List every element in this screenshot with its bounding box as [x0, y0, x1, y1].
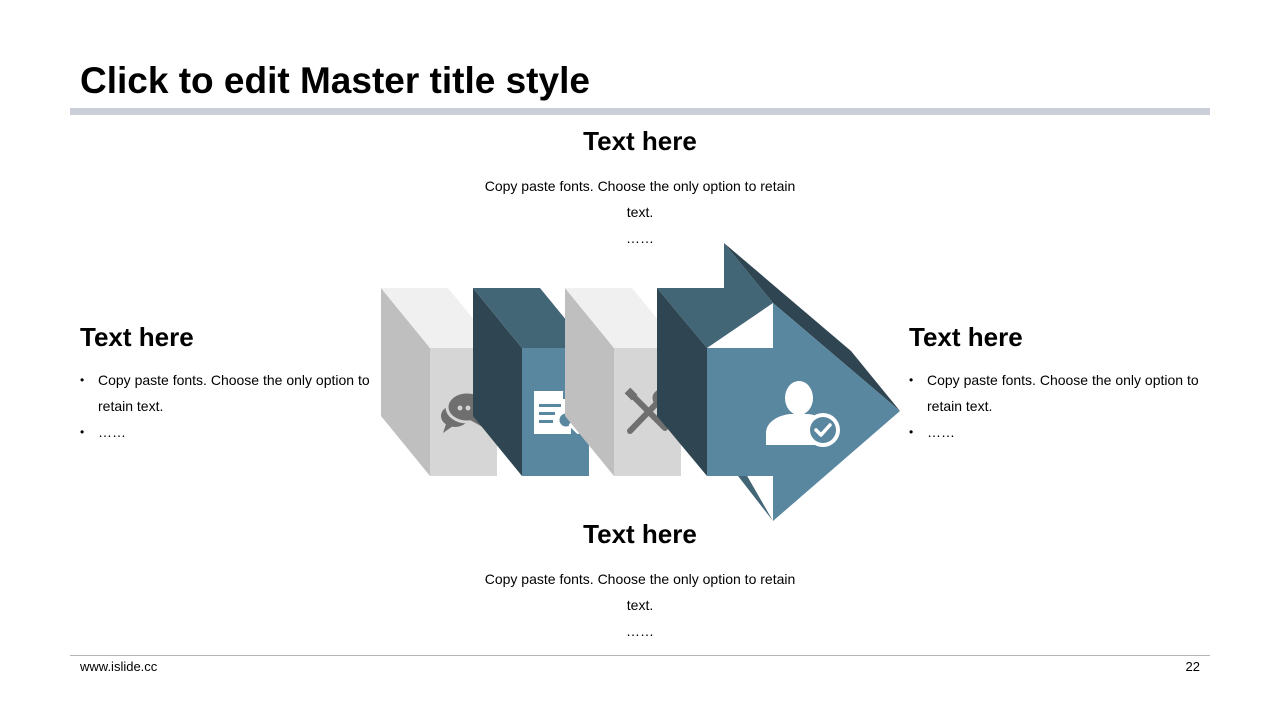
- block-2-top: [473, 288, 589, 348]
- top-heading[interactable]: Text here: [583, 126, 697, 156]
- left-bullet-list: Copy paste fonts. Choose the only option…: [80, 367, 370, 445]
- right-bullet-list: Copy paste fonts. Choose the only option…: [909, 367, 1199, 445]
- user-check-icon: [766, 381, 840, 447]
- block-1-side: [381, 288, 430, 476]
- right-bullet-item[interactable]: ……: [909, 419, 1199, 445]
- right-heading[interactable]: Text here: [909, 322, 1023, 352]
- bottom-text-block: Text here Copy paste fonts. Choose the o…: [480, 519, 800, 644]
- top-body[interactable]: Copy paste fonts. Choose the only option…: [484, 178, 796, 220]
- block-1-top: [381, 288, 497, 348]
- bottom-body[interactable]: Copy paste fonts. Choose the only option…: [484, 571, 796, 613]
- top-text-block: Text here Copy paste fonts. Choose the o…: [480, 126, 800, 251]
- left-text-block: Text here Copy paste fonts. Choose the o…: [80, 322, 370, 445]
- right-text-block: Text here Copy paste fonts. Choose the o…: [909, 322, 1199, 445]
- right-bullet-item[interactable]: Copy paste fonts. Choose the only option…: [909, 367, 1199, 419]
- title-underline: [70, 108, 1210, 115]
- arrow-side-stem: [657, 288, 707, 476]
- left-bullet-item[interactable]: Copy paste fonts. Choose the only option…: [80, 367, 370, 419]
- arrow-side-upper: [724, 243, 900, 411]
- left-bullet-item[interactable]: ……: [80, 419, 370, 445]
- left-heading[interactable]: Text here: [80, 322, 194, 352]
- process-arrow-head[interactable]: [657, 243, 900, 521]
- block-2-side: [473, 288, 522, 476]
- footer-website[interactable]: www.islide.cc: [80, 659, 158, 674]
- top-ellipsis[interactable]: ……: [626, 230, 654, 246]
- slide-title[interactable]: Click to edit Master title style: [80, 60, 590, 101]
- page-number[interactable]: 22: [1185, 659, 1200, 674]
- block-3-side: [565, 288, 614, 476]
- bottom-heading[interactable]: Text here: [583, 519, 697, 549]
- bottom-ellipsis[interactable]: ……: [626, 623, 654, 639]
- footer-divider: [70, 655, 1210, 656]
- arrow-top-face: [657, 243, 773, 348]
- block-3-top: [565, 288, 681, 348]
